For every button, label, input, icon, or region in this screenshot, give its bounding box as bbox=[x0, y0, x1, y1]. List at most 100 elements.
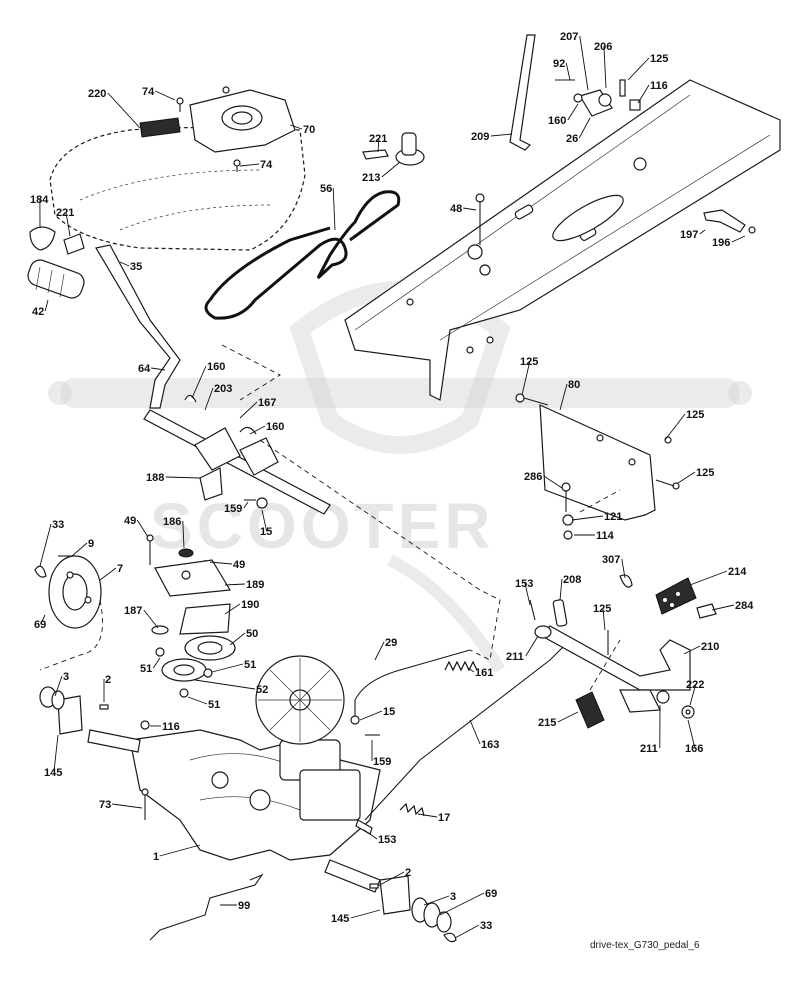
callout-label: 56 bbox=[320, 183, 332, 195]
callout-c15b: 15 bbox=[360, 706, 395, 720]
callout-label: 160 bbox=[207, 361, 225, 373]
callout-label: 197 bbox=[680, 229, 698, 241]
leader-line bbox=[225, 584, 245, 585]
control-rod-29 bbox=[355, 650, 470, 720]
leader-line bbox=[153, 658, 160, 668]
leader-line bbox=[351, 910, 380, 918]
callout-c49a: 49 bbox=[124, 515, 148, 537]
callout-c74a: 74 bbox=[142, 86, 175, 100]
grip-part-42 bbox=[25, 257, 87, 301]
callout-label: 153 bbox=[378, 834, 396, 846]
callout-label: 284 bbox=[735, 600, 754, 612]
callout-label: 73 bbox=[99, 799, 111, 811]
leader-line bbox=[112, 804, 142, 808]
left-axle bbox=[88, 730, 140, 752]
callout-c163: 163 bbox=[470, 720, 499, 751]
callout-c3b: 3 bbox=[424, 891, 456, 905]
callout-label: 207 bbox=[560, 31, 578, 43]
leader-line bbox=[160, 845, 200, 856]
callout-c52: 52 bbox=[195, 680, 268, 696]
callout-c125d: 125 bbox=[678, 467, 714, 483]
leader-line bbox=[382, 162, 400, 177]
callout-c214: 214 bbox=[690, 566, 747, 585]
callout-c51b: 51 bbox=[140, 658, 160, 675]
callout-c196: 196 bbox=[712, 236, 745, 249]
callout-label: 187 bbox=[124, 605, 142, 617]
callout-label: 222 bbox=[686, 679, 704, 691]
callout-c73: 73 bbox=[99, 799, 142, 811]
leader-line bbox=[188, 697, 207, 704]
callout-label: 33 bbox=[52, 519, 64, 531]
callout-label: 213 bbox=[362, 172, 380, 184]
leader-line bbox=[108, 93, 140, 128]
leader-line bbox=[144, 610, 158, 628]
leader-line bbox=[418, 814, 437, 817]
callout-label: 50 bbox=[246, 628, 258, 640]
callout-c114: 114 bbox=[574, 530, 615, 542]
callout-label: 80 bbox=[568, 379, 580, 391]
leader-line bbox=[560, 579, 562, 600]
callout-c56: 56 bbox=[320, 183, 335, 230]
callout-label: 221 bbox=[56, 207, 74, 219]
callout-c9: 9 bbox=[72, 538, 94, 556]
callout-c206: 206 bbox=[594, 41, 612, 88]
callout-label: 116 bbox=[162, 721, 180, 733]
callout-label: 2 bbox=[105, 674, 111, 686]
callout-c215: 215 bbox=[538, 712, 578, 729]
pedal-pad-214 bbox=[620, 575, 716, 618]
leader-line bbox=[628, 58, 649, 80]
callout-label: 160 bbox=[548, 115, 566, 127]
callout-c116b: 116 bbox=[150, 721, 180, 733]
callout-label: 307 bbox=[602, 554, 620, 566]
callout-label: 70 bbox=[303, 124, 315, 136]
callout-c211b: 211 bbox=[640, 705, 660, 755]
callout-c187: 187 bbox=[124, 605, 158, 628]
callout-label: 215 bbox=[538, 717, 556, 729]
callout-c69b: 69 bbox=[440, 888, 497, 915]
callout-c48: 48 bbox=[450, 203, 476, 215]
callout-label: 208 bbox=[563, 574, 581, 586]
callout-c33a: 33 bbox=[40, 519, 64, 566]
callout-c1: 1 bbox=[153, 845, 200, 863]
leader-line bbox=[100, 568, 116, 580]
callout-label: 196 bbox=[712, 237, 730, 249]
callout-label: 221 bbox=[369, 133, 387, 145]
lift-lever bbox=[510, 35, 535, 150]
callout-c125e: 125 bbox=[593, 603, 611, 630]
callout-label: 125 bbox=[696, 467, 714, 479]
callout-label: 92 bbox=[553, 58, 565, 70]
callout-c221a: 221 bbox=[369, 133, 387, 152]
callout-c29: 29 bbox=[375, 637, 397, 660]
callout-c92: 92 bbox=[553, 58, 570, 80]
callout-label: 2 bbox=[405, 867, 411, 879]
callout-label: 211 bbox=[506, 651, 524, 663]
callout-label: 114 bbox=[596, 530, 615, 542]
leader-line bbox=[212, 664, 243, 672]
callout-label: 286 bbox=[524, 471, 542, 483]
callout-c307: 307 bbox=[602, 554, 625, 578]
leader-line bbox=[526, 636, 538, 656]
leader-line bbox=[732, 236, 745, 242]
leader-line bbox=[440, 893, 484, 915]
callout-label: 125 bbox=[650, 53, 668, 65]
callout-label: 159 bbox=[373, 756, 391, 768]
callout-c213: 213 bbox=[362, 162, 400, 184]
callout-label: 214 bbox=[728, 566, 747, 578]
callout-label: 188 bbox=[146, 472, 164, 484]
callout-c125c: 125 bbox=[665, 409, 704, 440]
callout-c125a: 125 bbox=[628, 53, 668, 80]
callout-label: 186 bbox=[163, 516, 181, 528]
leader-line bbox=[195, 680, 255, 689]
callout-label: 3 bbox=[450, 891, 456, 903]
leader-line bbox=[678, 472, 695, 483]
leader-line bbox=[40, 524, 51, 566]
callout-label: 184 bbox=[30, 194, 49, 206]
callout-label: 160 bbox=[266, 421, 284, 433]
callout-label: 163 bbox=[481, 739, 499, 751]
callout-c222: 222 bbox=[686, 679, 704, 705]
leader-line bbox=[568, 104, 578, 120]
leader-line bbox=[712, 605, 734, 610]
callout-label: 167 bbox=[258, 397, 276, 409]
callout-c26: 26 bbox=[566, 118, 590, 145]
